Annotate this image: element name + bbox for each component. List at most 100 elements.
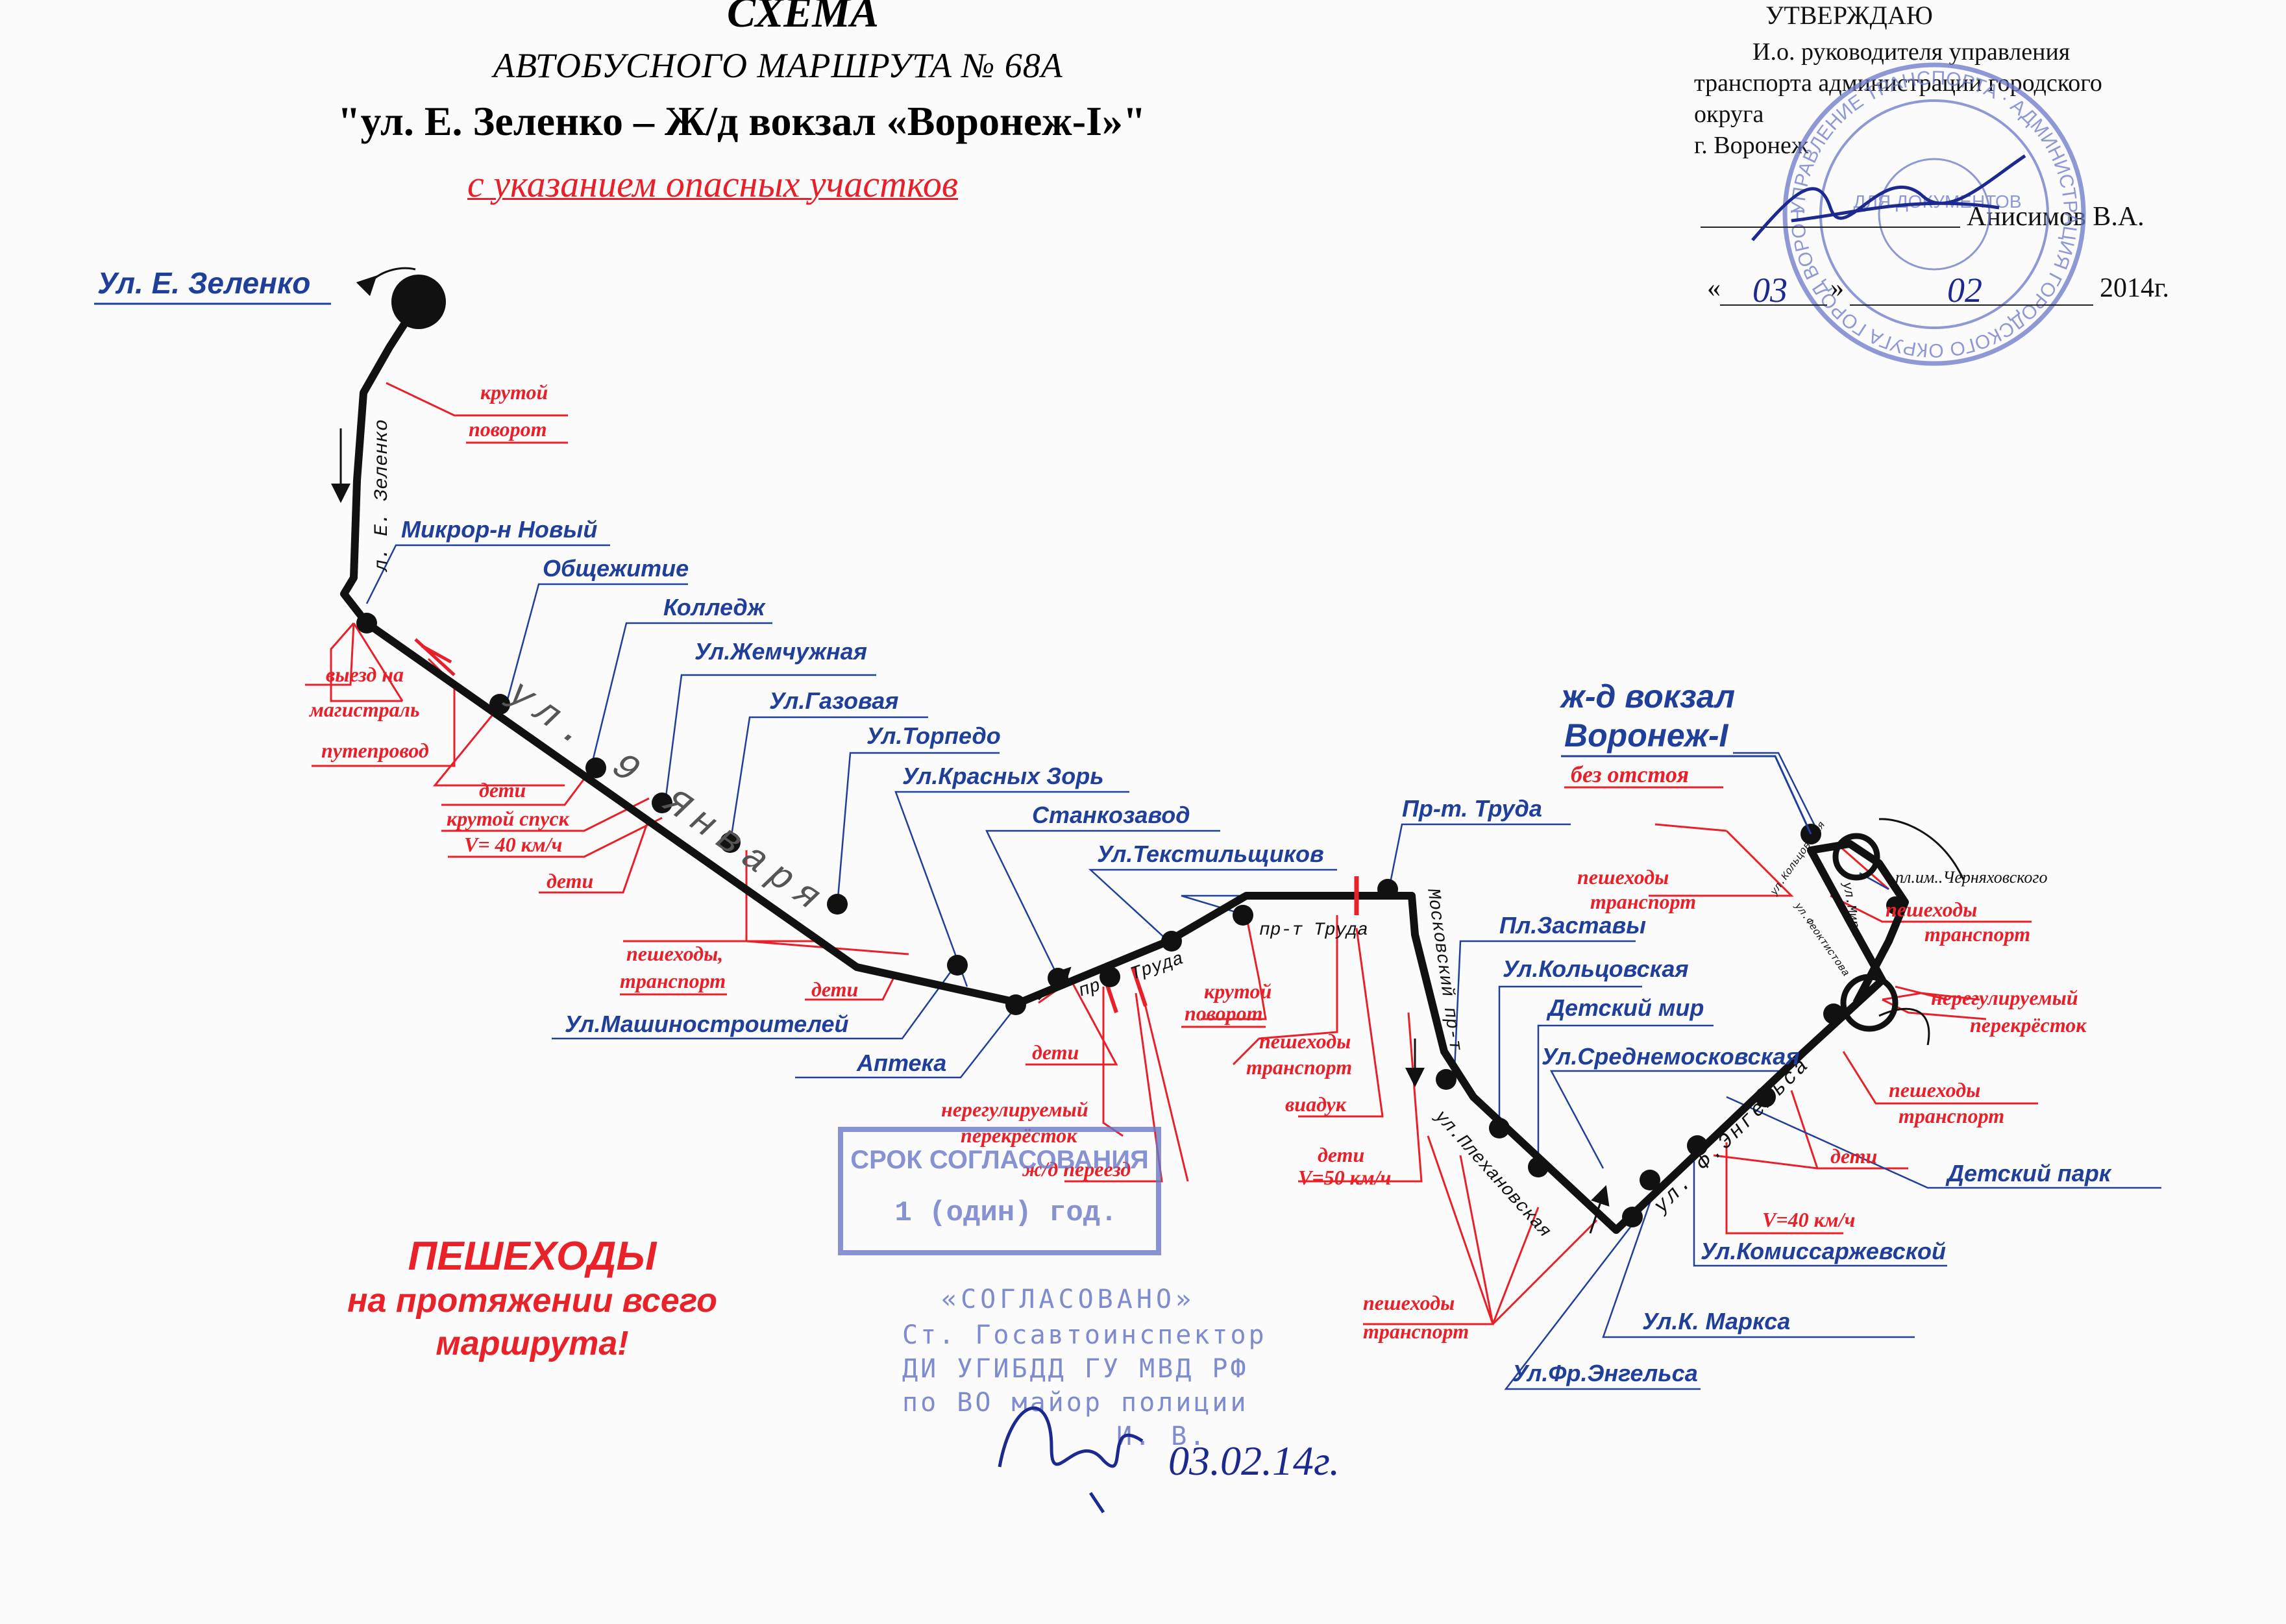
agreed-title: «СОГЛАСОВАНО» — [941, 1285, 1195, 1314]
stop-marker — [652, 793, 672, 813]
hazard-label: пешеходы, — [626, 942, 723, 965]
stop-marker — [1489, 1118, 1510, 1138]
stop-label: Пр-т. Труда — [1402, 795, 1542, 822]
stop-label: Общежитие — [543, 555, 689, 582]
pedestrians-line-1: ПЕШЕХОДЫ — [408, 1234, 657, 1279]
hazard-label: транспорт — [1590, 890, 1696, 913]
approval-line-1: И.о. руководителя управления — [1752, 38, 2071, 66]
stop-label: Ул.Красных Зорь — [902, 763, 1104, 789]
hazard-label: транспорт — [1899, 1104, 2004, 1127]
hazard-label: V=40 км/ч — [1762, 1208, 1855, 1231]
approval-date-open: « — [1707, 273, 1721, 303]
approval-line-4: г. Воронеж — [1694, 132, 1809, 159]
stop-markers — [356, 275, 1904, 1227]
stop-label: Пл.Заставы — [1499, 912, 1646, 939]
pedestrians-line-3: маршрута! — [436, 1325, 629, 1362]
stop-leaders — [365, 544, 2161, 1390]
stop-label: Ул.К. Маркса — [1642, 1308, 1790, 1335]
hazard-label: крутой — [480, 380, 548, 404]
hazard-label: поворот — [469, 417, 547, 441]
hazard-label: выезд на — [326, 663, 404, 686]
hazard-label: дети — [547, 869, 593, 892]
hazard-label: перекрёсток — [1970, 1013, 2087, 1037]
hazard-label: дети — [479, 778, 526, 802]
hazard-label: ж/д переезд — [1022, 1157, 1131, 1181]
pedestrians-line-2: на протяжении всего — [347, 1282, 717, 1320]
stop-marker — [1233, 905, 1253, 926]
stop-label: Колледж — [663, 594, 767, 621]
hazard-label: поворот — [1185, 1002, 1263, 1025]
hazard-label: виадук — [1285, 1092, 1347, 1116]
hazard-label: V= 40 км/ч — [464, 833, 562, 856]
stop-label: Ул.Машиностроителей — [565, 1011, 849, 1037]
stop-marker — [1823, 1003, 1844, 1024]
stop-marker — [585, 757, 606, 778]
stop-label: Ул.Комиссаржевской — [1701, 1238, 1946, 1264]
agreed-line-1: Ст. Госавтоинспектор — [902, 1320, 1267, 1350]
approval-signature: 03 02 — [1701, 154, 2093, 310]
stop-label: Микрор-н Новый — [401, 516, 597, 543]
hazard-label: дети — [1032, 1040, 1079, 1064]
stop-marker — [1687, 1135, 1708, 1156]
agreed-line-2: ДИ УГИБДД ГУ МВД РФ — [902, 1354, 1249, 1384]
square-chernyakhovsky: пл.им..Черняховского — [1895, 868, 2048, 887]
stop-marker — [1528, 1157, 1549, 1177]
approval-heading: УТВЕРЖДАЮ — [1765, 1, 1933, 30]
stop-label: Ул.Кольцовская — [1503, 955, 1689, 982]
stop-marker — [1377, 879, 1398, 900]
hazard-label: крутой — [1204, 979, 1272, 1003]
stop-label: Ул.Газовая — [769, 687, 898, 714]
hazard-note: с указанием опасных участков — [467, 163, 959, 205]
stop-marker — [1161, 931, 1182, 952]
gibdd-signature: 03.02.14г. — [998, 1406, 1340, 1514]
hazard-label: дети — [1318, 1143, 1364, 1166]
hazard-label: V=50 км/ч — [1298, 1166, 1391, 1189]
stop-marker — [489, 694, 510, 715]
agreed-line-3: по ВО майор полиции — [902, 1388, 1249, 1418]
hazard-label: дети — [1830, 1144, 1877, 1168]
hazard-label: пешеходы — [1259, 1029, 1351, 1053]
hazard-label: транспорт — [620, 969, 726, 992]
stop-label: Детский мир — [1546, 994, 1704, 1021]
hazard-label: пешеходы — [1889, 1078, 1980, 1101]
stop-marker — [1755, 1087, 1776, 1107]
street-engelsa: ул. Ф.Энгельса — [1649, 1052, 1815, 1219]
route-name: "ул. Е. Зеленко – Ж/д вокзал «Воронеж-I»… — [338, 98, 1146, 144]
stop-marker — [720, 832, 741, 853]
hazard-label: нерегулируемый — [1931, 986, 2078, 1009]
stop-label: Ул.Фр.Энгельса — [1512, 1360, 1698, 1386]
stop-marker — [1005, 994, 1026, 1015]
term-stamp-value: 1 (один) год. — [894, 1197, 1117, 1229]
hazard-label: пешеходы — [1363, 1291, 1455, 1314]
stop-marker — [1886, 896, 1904, 915]
pedestrians-warning: ПЕШЕХОДЫ на протяжении всего маршрута! — [260, 1233, 805, 1365]
stop-marker — [1640, 1170, 1660, 1190]
stop-label: Аптека — [856, 1050, 946, 1076]
terminal-end-note: без отстоя — [1571, 761, 1689, 787]
stop-marker — [1622, 1207, 1643, 1227]
street-trud-2: пр-т Труда — [1259, 920, 1368, 941]
term-stamp: СРОК СОГЛАСОВАНИЯ 1 (один) год. — [838, 1127, 1161, 1255]
route-line — [331, 267, 1965, 1234]
approval-day: 03 — [1752, 271, 1788, 310]
stop-label: Ул.Торпедо — [866, 722, 1001, 749]
hazard-label: транспорт — [1924, 922, 2030, 946]
hazard-label: крутой спуск — [447, 807, 570, 830]
hazard-labels: крутой поворот выезд на магистраль путеп… — [308, 380, 2087, 1343]
hazard-label: магистраль — [308, 698, 420, 721]
stop-marker — [1048, 968, 1068, 989]
term-stamp-title: СРОК СОГЛАСОВАНИЯ — [850, 1146, 1149, 1174]
agreed-stamp: «СОГЛАСОВАНО» Ст. Госавтоинспектор ДИ УГ… — [902, 1285, 1267, 1451]
stop-marker — [1436, 1069, 1456, 1090]
hazard-label: транспорт — [1246, 1055, 1352, 1079]
stop-marker — [356, 613, 377, 634]
hazard-label: путепровод — [321, 739, 429, 762]
terminal-start: Ул. Е. Зеленко — [97, 266, 310, 300]
gibdd-signature-date: 03.02.14г. — [1168, 1438, 1340, 1484]
hazard-label: дети — [811, 978, 858, 1001]
doc-subtitle: АВТОБУСНОГО МАРШРУТА № 68А — [493, 46, 1063, 85]
terminal-end-line-2: Воронеж-I — [1564, 717, 1729, 754]
terminal-end-line-1: ж-д вокзал — [1559, 678, 1735, 715]
stop-label: Ул.Текстильщиков — [1097, 841, 1324, 867]
